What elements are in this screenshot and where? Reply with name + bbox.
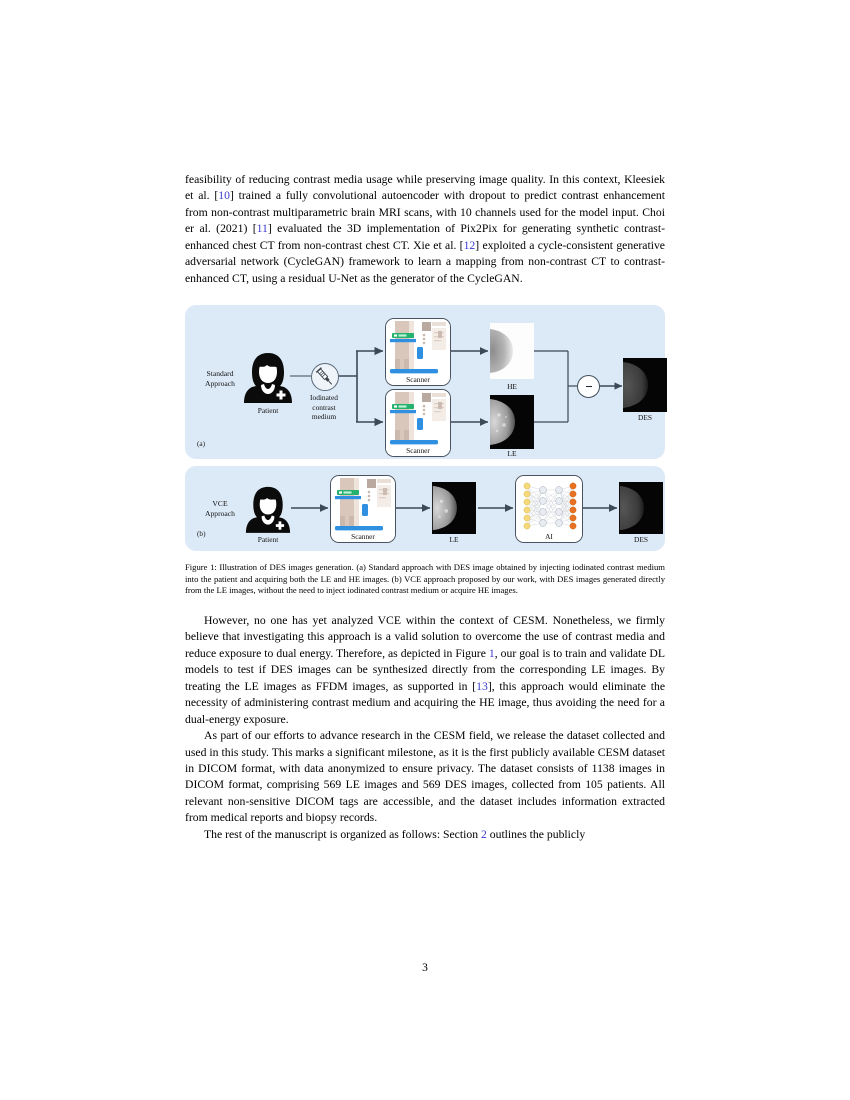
scanner-bottom: Scanner (385, 389, 451, 458)
le-image-label: LE (507, 449, 517, 459)
subtract-operator-icon (577, 375, 600, 399)
paragraph-after-figure-1: However, no one has yet analyzed VCE wit… (185, 613, 665, 728)
panel-a-syringe-label: Iodinated contrast medium (310, 393, 338, 422)
panel-a-tag: (a) (197, 439, 206, 449)
figure-panel-b: VCE Approach Patient (185, 466, 665, 552)
des-image-a-label: DES (638, 413, 652, 423)
section-ref-2[interactable]: 2 (480, 827, 487, 841)
p2-seg-3: ], this approach would eliminate the nec… (185, 679, 666, 726)
patient-icon (243, 351, 293, 404)
scanner-top-label: Scanner (406, 375, 430, 385)
le-image-b (432, 482, 476, 535)
intro-seg-4: ] exploited a cycle-consistent generativ… (185, 238, 665, 285)
scanner-top: Scanner (385, 318, 451, 387)
des-image-b (619, 482, 663, 535)
syringe-icon (311, 363, 339, 392)
he-image (490, 323, 534, 380)
paragraph-manuscript-organization: The rest of the manuscript is organized … (185, 827, 665, 843)
citation-ref-10[interactable]: 10 (218, 189, 230, 203)
scanner-illustration-icon (386, 319, 450, 386)
scanner-illustration-icon (386, 390, 450, 457)
p2-seg-1: However, no one has yet analyzed VCE wit… (185, 613, 665, 660)
des-image-a (623, 358, 667, 413)
scanner-b-label: Scanner (351, 532, 375, 542)
paragraph-dataset-release: As part of our efforts to advance resear… (185, 728, 665, 827)
des-image-b-label: DES (634, 535, 648, 545)
minus-glyph (585, 385, 592, 388)
panel-a-patient-label: Patient (257, 406, 279, 416)
p4-seg-2: outlines the publicly (486, 827, 586, 841)
figure-ref-1[interactable]: 1 (488, 646, 495, 660)
neural-network-icon (516, 476, 582, 543)
paragraph-intro: feasibility of reducing contrast media u… (185, 172, 665, 287)
citation-ref-12[interactable]: 12 (463, 238, 476, 252)
ai-model-label: AI (545, 532, 553, 542)
page-number: 3 (422, 962, 428, 974)
p4-seg-1: The rest of the manuscript is organized … (204, 827, 481, 841)
panel-b-side-label: VCE Approach (205, 499, 235, 519)
scanner-illustration-icon (331, 476, 395, 543)
intro-seg-1: feasibility of reducing contrast media u… (185, 173, 665, 203)
le-image (490, 395, 534, 450)
intro-seg-2: ] trained a fully convolutional autoenco… (185, 189, 665, 236)
citation-ref-11[interactable]: 11 (256, 222, 268, 236)
scanner-bottom-label: Scanner (406, 446, 430, 456)
p3-seg-1: As part of our efforts to advance resear… (185, 729, 665, 825)
panel-b-patient-label: Patient (257, 535, 279, 545)
figure-caption: Figure 1: Illustration of DES images gen… (185, 562, 665, 596)
figure-panel-a: Standard Approach (185, 305, 667, 460)
page-content: feasibility of reducing contrast media u… (185, 172, 667, 843)
citation-ref-13[interactable]: 13 (476, 679, 488, 693)
p2-seg-2: , our goal is to train and validate DL m… (185, 646, 666, 693)
le-image-b-label: LE (449, 535, 459, 545)
panel-a-side-label: Standard Approach (205, 369, 235, 389)
patient-icon (245, 485, 291, 534)
scanner-b: Scanner (330, 475, 396, 544)
intro-seg-3: ] evaluated the 3D implementation of Pix… (185, 222, 665, 252)
he-image-label: HE (507, 382, 517, 392)
panel-b-tag: (b) (197, 529, 206, 539)
ai-model-box: AI (515, 475, 583, 544)
figure-1: Standard Approach (185, 305, 667, 597)
